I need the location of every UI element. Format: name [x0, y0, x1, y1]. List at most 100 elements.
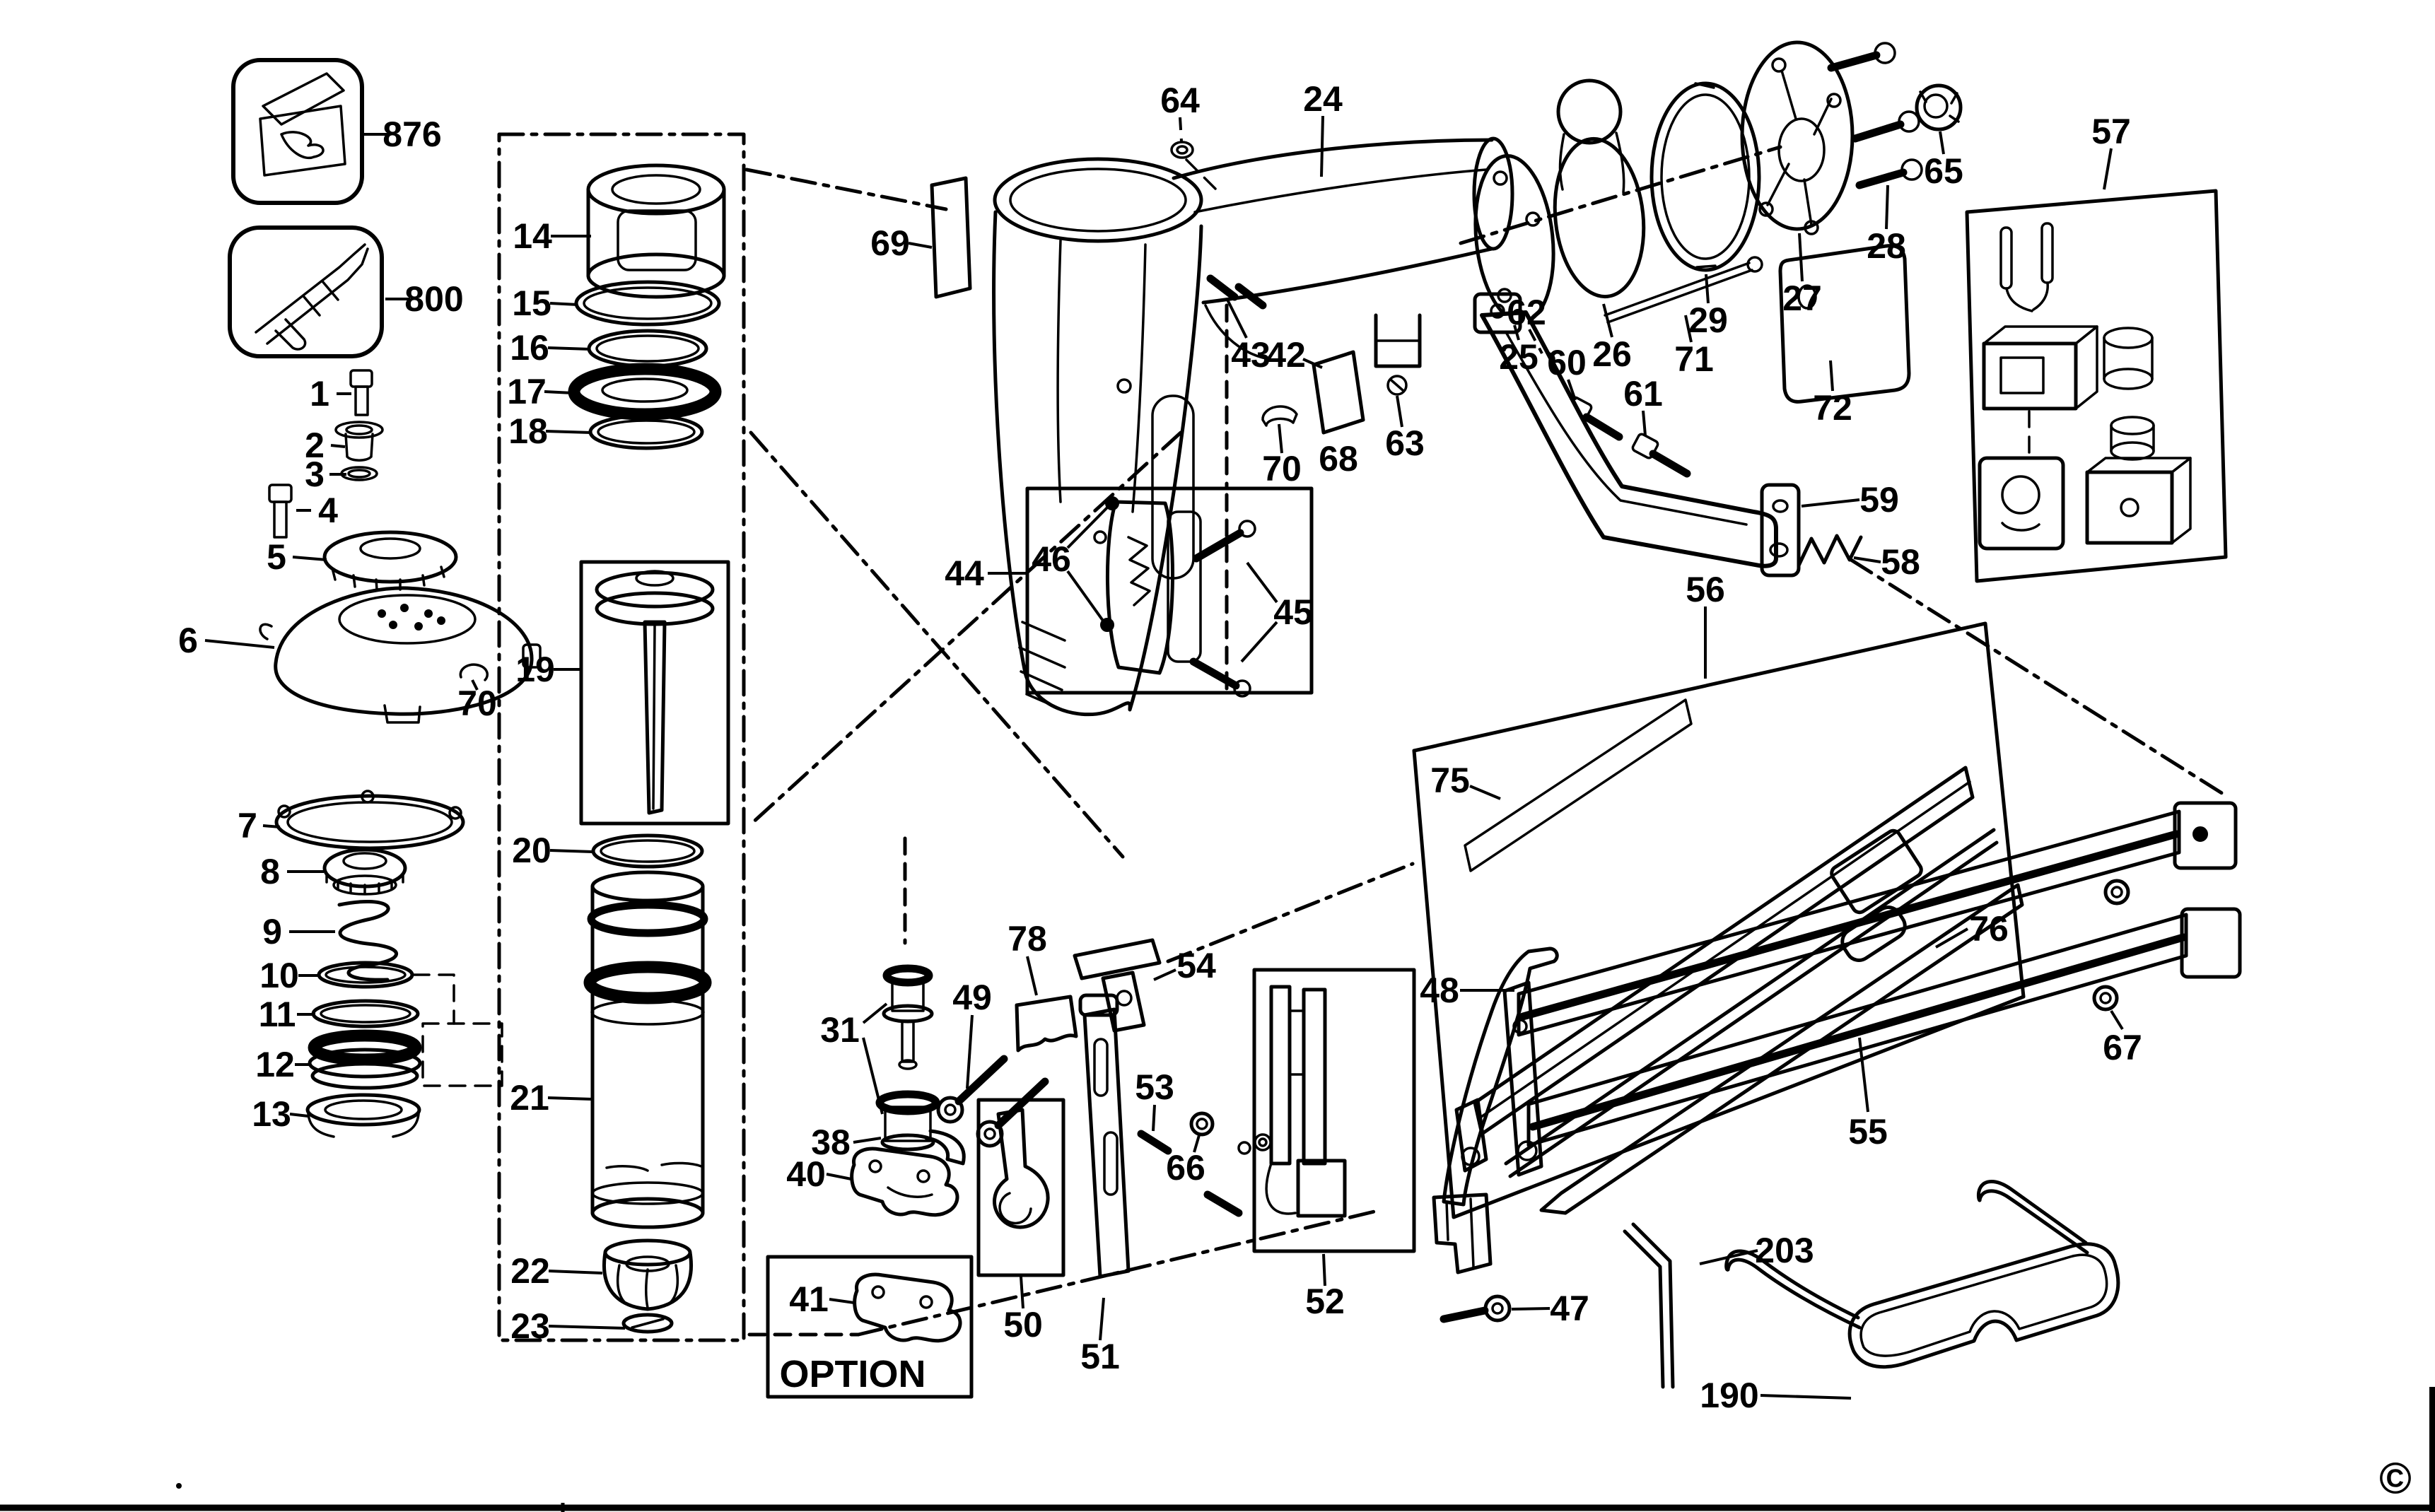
dashed-connector-left — [412, 973, 503, 1087]
leader-line-18 — [545, 430, 592, 434]
kit-box-57 — [1965, 189, 2228, 583]
part-label-42: 42 — [1266, 335, 1306, 375]
part-label-11: 11 — [259, 995, 296, 1034]
leader-line-7 — [262, 824, 281, 828]
leader-line-70 — [1278, 423, 1283, 454]
part-label-46: 46 — [1032, 539, 1071, 579]
o-ring-part-18 — [588, 414, 704, 450]
lever-part-51 — [1078, 993, 1131, 1279]
bolts-part-49 — [936, 1055, 1049, 1148]
leader-line-6 — [204, 639, 275, 649]
part-label-49: 49 — [952, 978, 992, 1017]
leader-line-47 — [1511, 1307, 1551, 1311]
part-label-44: 44 — [945, 553, 984, 593]
contact-trip-rod-part-48 — [1432, 947, 1559, 1274]
contact-bracket-part-54 — [1073, 938, 1162, 1033]
accessory-box-800 — [228, 225, 384, 358]
part-label-6: 6 — [178, 621, 198, 660]
part-label-203: 203 — [1755, 1231, 1814, 1270]
part-label-68: 68 — [1319, 439, 1358, 479]
o-ring-part-3 — [340, 466, 378, 481]
bracket-part-59 — [1473, 292, 1801, 578]
part-label-14: 14 — [513, 216, 552, 256]
part-label-54: 54 — [1176, 946, 1216, 985]
leader-line-42 — [1302, 358, 1323, 369]
rod-part-71 — [1604, 256, 1763, 324]
part-label-59: 59 — [1859, 480, 1899, 520]
part-label-66: 66 — [1166, 1148, 1205, 1188]
screw-part-61 — [1631, 433, 1691, 478]
leader-line-5 — [292, 556, 327, 561]
leader-line-49 — [966, 1014, 974, 1089]
seal-part-13 — [305, 1093, 421, 1138]
clip-part-63 — [1374, 313, 1422, 396]
part-label-12: 12 — [255, 1045, 295, 1084]
leader-line-60 — [1567, 379, 1577, 401]
leader-line-24 — [1320, 115, 1324, 177]
leader-line-46 — [1066, 570, 1104, 622]
leader-line-2 — [330, 444, 346, 448]
leader-line-16 — [547, 346, 591, 351]
part-label-24: 24 — [1303, 79, 1343, 119]
part-label-62: 62 — [1507, 293, 1546, 332]
leader-line-15 — [549, 302, 578, 306]
plate-part-68 — [1312, 350, 1365, 435]
copyright-symbol: © — [2379, 1455, 2412, 1504]
ball-part-46b — [1100, 618, 1114, 632]
part-label-20: 20 — [512, 831, 551, 870]
part-label-45: 45 — [1273, 592, 1313, 632]
part-label-61: 61 — [1623, 374, 1663, 414]
part-label-50: 50 — [1003, 1305, 1043, 1344]
leader-line-65 — [1939, 131, 1945, 155]
option-label: OPTION — [779, 1353, 925, 1395]
leader-line-72 — [1829, 360, 1834, 392]
casting-part-40 — [850, 1147, 959, 1217]
part-label-57: 57 — [2091, 112, 2131, 151]
leader-line-38 — [853, 1137, 882, 1144]
leader-line-31 — [862, 1037, 884, 1115]
part-label-17: 17 — [507, 372, 547, 411]
part-label-21: 21 — [510, 1078, 549, 1118]
part-label-63: 63 — [1385, 423, 1425, 463]
screw-part-47 — [1440, 1294, 1512, 1323]
part-label-190: 190 — [1700, 1376, 1758, 1415]
part-label-72: 72 — [1813, 388, 1852, 428]
safety-glasses-part-190 — [1724, 1180, 2120, 1369]
pins-parts-43-42 — [1206, 274, 1267, 310]
part-label-9: 9 — [262, 912, 282, 951]
dashed-boundary-box — [497, 132, 746, 1342]
part-label-800: 800 — [404, 279, 463, 319]
leader-line-51 — [1099, 1297, 1105, 1341]
label-strip-part-75 — [1464, 698, 1693, 872]
bushing-part-2 — [334, 421, 384, 462]
part-label-38: 38 — [811, 1123, 851, 1162]
leader-line-53 — [1152, 1104, 1156, 1132]
clip-part-70-left — [459, 663, 489, 681]
nuts-part-67 — [2092, 879, 2130, 1012]
part-label-31: 31 — [820, 1010, 860, 1050]
spring-part-58 — [1797, 534, 1863, 568]
leader-line-70 — [471, 679, 479, 691]
part-label-48: 48 — [1420, 971, 1459, 1010]
gasket-part-7 — [274, 790, 465, 850]
leader-line-67 — [2110, 1009, 2124, 1031]
leader-line-31 — [862, 1002, 888, 1024]
part-label-28: 28 — [1867, 226, 1906, 266]
part-label-13: 13 — [252, 1094, 291, 1134]
leader-line-26 — [1602, 303, 1613, 338]
part-label-70: 70 — [457, 684, 497, 723]
o-ring-part-11 — [311, 999, 420, 1028]
part-label-2: 2 — [305, 426, 325, 465]
part-label-40: 40 — [786, 1154, 826, 1194]
leader-line-50 — [1020, 1276, 1024, 1309]
pin-part-53 — [1137, 1130, 1172, 1155]
leader-line-45 — [1246, 561, 1278, 604]
latch-box-52 — [1237, 968, 1416, 1253]
accessory-box-876 — [231, 58, 364, 205]
option-box-41: OPTION — [766, 1255, 974, 1399]
part-label-18: 18 — [508, 411, 548, 451]
leader-line-52 — [1322, 1253, 1326, 1287]
leader-line-64 — [1179, 117, 1183, 142]
